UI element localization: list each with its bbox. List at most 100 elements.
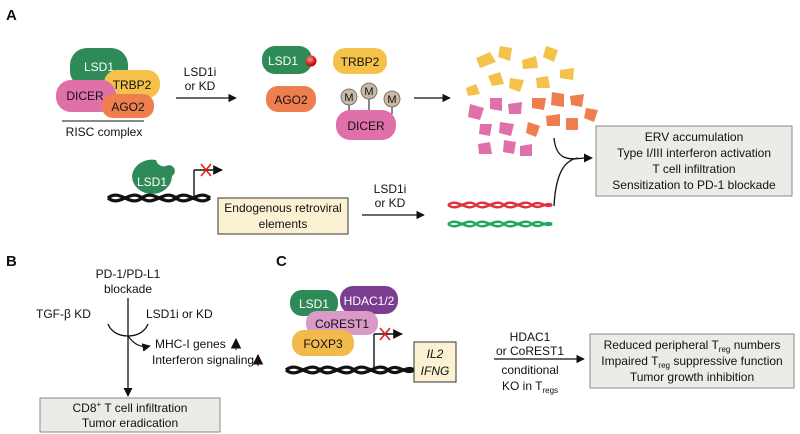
rna-fragment (520, 144, 532, 156)
rna-fragment (546, 114, 560, 126)
trbp2-label: TRBP2 (113, 78, 152, 92)
pd1-line-1: PD-1/PD-L1 (96, 267, 161, 281)
rna-fragment (543, 46, 558, 62)
panel-a-outcome-box (595, 125, 793, 197)
rna-fragment (508, 102, 522, 114)
outcome-a-4: Sensitization to PD-1 blockade (612, 178, 776, 192)
rna-fragment (468, 104, 484, 120)
dna-strand-2 (106, 193, 212, 203)
outcome-a-3: T cell infiltration (652, 162, 735, 176)
panel-c: C LSD1 HDAC1/2 CoREST1 FOXP3 IL2 IFNG HD… (276, 253, 795, 395)
methyl-mark-1 (340, 88, 358, 106)
methyl-label-1: M (344, 92, 353, 104)
interferon-label: Interferon signaling (152, 353, 254, 367)
trbp2-free-label: TRBP2 (341, 55, 380, 69)
panel-c-outcome-box (589, 333, 795, 389)
panel-b-label: B (6, 253, 17, 270)
outcome-a-1: ERV accumulation (645, 130, 744, 144)
dsrna-red-strand-2 (447, 201, 553, 209)
inhibitor-ball-icon (305, 55, 317, 67)
treatment-1-line-2: or KD (185, 79, 216, 93)
rna-fragment (566, 118, 578, 130)
converge-arrow-top (553, 137, 593, 163)
rna-fragment (560, 68, 574, 80)
rna-fragment (503, 140, 516, 154)
rna-fragment (536, 76, 550, 88)
mhc-label: MHC-I genes (155, 337, 226, 351)
c-dna-strand-2 (284, 365, 415, 375)
rna-fragment (479, 124, 492, 136)
repression-x-b (200, 163, 212, 177)
erv-box (217, 197, 349, 235)
lsd1-label: LSD1 (84, 60, 114, 74)
rna-fragment (488, 72, 504, 86)
c-corest-label: CoREST1 (315, 317, 369, 331)
lsd1-inhibited-protein (262, 46, 312, 74)
ago2-label: AGO2 (111, 100, 145, 114)
rna-fragment (509, 78, 524, 92)
c-gene-box (413, 341, 457, 383)
methyl-mark-2 (360, 82, 378, 100)
methyl-label-2: M (364, 86, 373, 98)
gene-il2-label: IL2 (427, 347, 444, 361)
rna-fragment (584, 108, 598, 122)
c-foxp3-label: FOXP3 (303, 337, 343, 351)
outcome-a-2: Type I/III interferon activation (617, 146, 771, 160)
rna-fragment (499, 122, 514, 136)
rna-fragment (498, 46, 512, 61)
methyl-mark-3 (383, 90, 401, 108)
rna-fragment (570, 94, 584, 107)
c-foxp3-protein (292, 330, 354, 356)
lsd1-chromatin-label: LSD1 (137, 175, 167, 189)
outcome-c-2: Impaired Treg suppressive function (601, 354, 782, 370)
ago2-protein (102, 94, 154, 118)
c-hdac-label: HDAC1/2 (344, 294, 395, 308)
lsd1i-kd-label: LSD1i or KD (146, 307, 213, 321)
tgfb-kd-label: TGF-β KD (36, 307, 91, 321)
erv-box-line-1: Endogenous retroviral (224, 201, 341, 215)
dicer-methylated-protein (336, 110, 396, 140)
dicer-methylated-label: DICER (347, 119, 385, 133)
rna-fragment-cloud (466, 46, 598, 156)
ago2-free-label: AGO2 (274, 93, 308, 107)
panel-a-label: A (6, 7, 17, 24)
erv-box-line-2: elements (259, 217, 308, 231)
outcome-b-2: Tumor eradication (82, 416, 178, 430)
ago2-free-protein (266, 86, 316, 112)
dissociated-complex: LSD1 TRBP2 AGO2 M M M DICER (262, 46, 401, 140)
rna-fragment (532, 98, 546, 110)
c-repression-x-b (379, 327, 391, 341)
rna-fragment (551, 92, 564, 107)
risc-complex-label: RISC complex (66, 125, 143, 139)
rna-fragment (490, 98, 502, 111)
panel-c-label: C (276, 253, 287, 270)
c-hdac-protein (340, 286, 398, 314)
panel-b: B PD-1/PD-L1 blockade TGF-β KD LSD1i or … (6, 253, 264, 433)
c-treatment-line-1: HDAC1 (510, 330, 551, 344)
c-treatment-line-3: conditional (501, 363, 558, 377)
c-treatment-line-2: or CoREST1 (496, 344, 564, 358)
dicer-protein (56, 80, 116, 112)
methyl-label-3: M (387, 94, 396, 106)
rna-fragment (478, 142, 492, 154)
trbp2-protein (104, 70, 160, 98)
panel-a: A LSD1 TRBP2 DICER AGO2 RISC complex LSD… (6, 7, 793, 235)
dicer-label: DICER (66, 89, 104, 103)
rna-fragment (466, 84, 480, 96)
converge-arrow-bottom (553, 157, 579, 207)
branch-arrow-mhc (127, 335, 151, 352)
dsrna-green-strand-2 (447, 220, 553, 228)
c-corest-protein (306, 311, 378, 335)
c-ko-label: KO in Tregs (502, 379, 558, 395)
rna-fragment (522, 56, 538, 69)
panel-b-outcome-box (39, 397, 221, 433)
rna-fragment (476, 52, 496, 68)
outcome-c-3: Tumor growth inhibition (630, 370, 754, 384)
risc-complex: LSD1 TRBP2 DICER AGO2 RISC complex (56, 48, 160, 139)
rna-fragment (526, 122, 540, 137)
c-lsd1-label: LSD1 (299, 297, 329, 311)
treatment-1-line-1: LSD1i (184, 65, 217, 79)
lsd1-inhibited-label: LSD1 (268, 54, 298, 68)
treatment-2-line-2: or KD (375, 196, 406, 210)
